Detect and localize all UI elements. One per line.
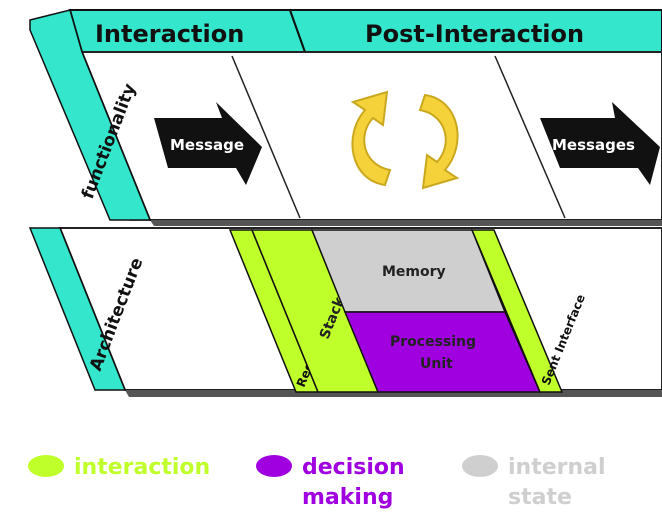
legend-internal-label-line2: state bbox=[508, 485, 572, 510]
messages-out-arrow: Messages bbox=[540, 102, 660, 185]
legend-decision-label-line2: making bbox=[302, 485, 393, 510]
architecture-side-tab bbox=[28, 227, 127, 391]
legend-decision-swatch bbox=[256, 455, 292, 477]
refresh-cycle-icon bbox=[350, 90, 460, 190]
message-in-arrow: Message bbox=[154, 102, 262, 185]
legend: interaction decision making internal sta… bbox=[28, 455, 606, 510]
legend-internal-label-line1: internal bbox=[508, 455, 606, 480]
memory-label: Memory bbox=[382, 264, 446, 280]
sent-interface-block bbox=[470, 229, 564, 393]
functionality-side-tab-face bbox=[29, 9, 152, 221]
functionality-divider-right bbox=[494, 55, 566, 219]
processing-unit-label-line2: Unit bbox=[420, 356, 453, 372]
functionality-row-shadow bbox=[150, 220, 662, 226]
legend-interaction-swatch bbox=[28, 455, 64, 477]
legend-decision-label-line1: decision bbox=[302, 455, 405, 480]
message-in-label: Message bbox=[170, 136, 244, 154]
legend-interaction-label: interaction bbox=[74, 455, 210, 480]
interaction-header-label: Interaction bbox=[95, 20, 244, 48]
post-interaction-header-label: Post-Interaction bbox=[365, 20, 584, 48]
legend-internal-swatch bbox=[462, 455, 498, 477]
functionality-divider-left bbox=[231, 55, 301, 219]
processing-unit-label-line1: Processing bbox=[390, 334, 476, 350]
post-interaction-header-band bbox=[288, 9, 662, 53]
messages-out-label: Messages bbox=[552, 136, 635, 154]
